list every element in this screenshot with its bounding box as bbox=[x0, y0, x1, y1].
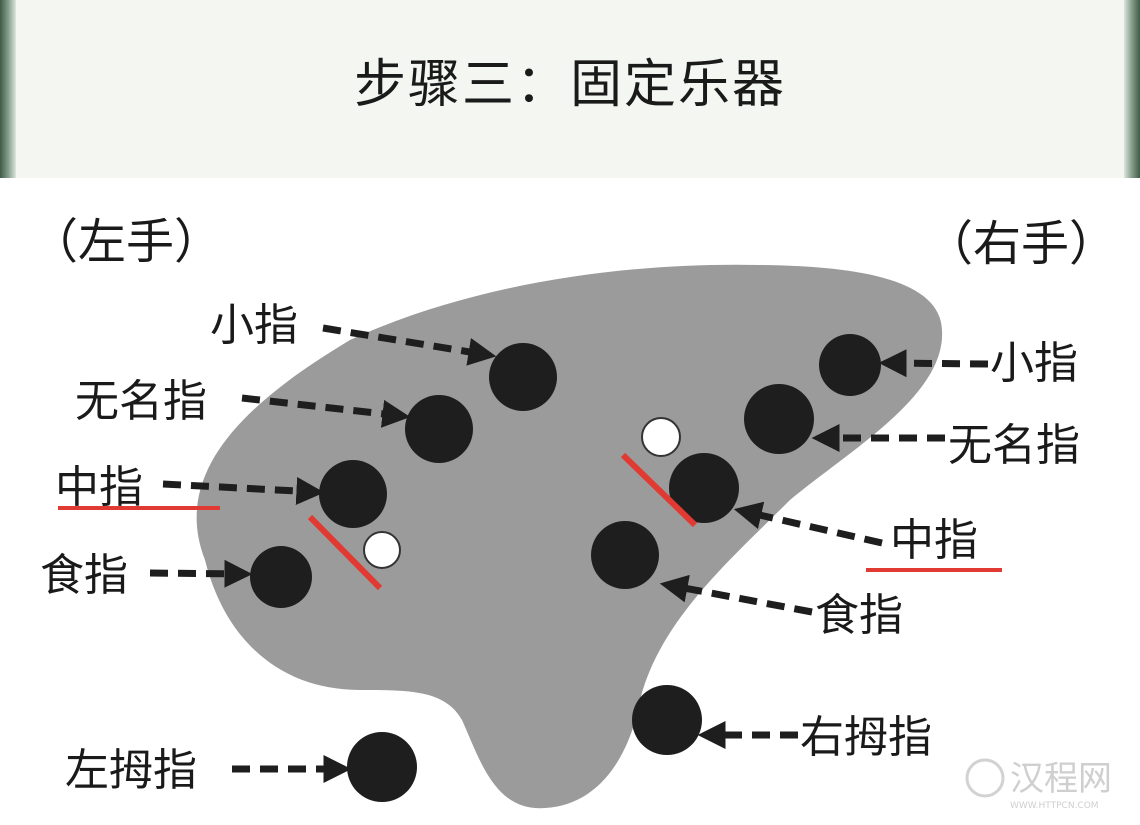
right-thumb-hole bbox=[632, 685, 702, 755]
left-small-white-hole bbox=[363, 531, 401, 569]
page-title: 步骤三：固定乐器 bbox=[353, 55, 786, 115]
left-index-hole bbox=[250, 546, 312, 608]
left-hand-heading: （左手） bbox=[30, 214, 222, 270]
right-pinky-arrow bbox=[878, 349, 989, 378]
left-pinky-label: 小指 bbox=[210, 300, 298, 351]
left-thumb-hole bbox=[347, 732, 417, 802]
watermark-logo-icon bbox=[965, 758, 1005, 798]
left-ring-label: 无名指 bbox=[75, 376, 207, 427]
right-index-label: 食指 bbox=[815, 590, 903, 641]
left-middle-hole bbox=[319, 460, 387, 528]
right-ring-hole bbox=[744, 384, 814, 454]
right-ring-label: 无名指 bbox=[948, 420, 1080, 471]
right-hand-heading: （右手） bbox=[925, 216, 1117, 272]
right-pinky-hole bbox=[819, 334, 881, 396]
left-index-arrow bbox=[149, 559, 253, 588]
left-ring-hole bbox=[405, 395, 473, 463]
left-red-marker bbox=[307, 514, 383, 591]
left-index-label: 食指 bbox=[40, 550, 128, 601]
right-index-arrow bbox=[659, 574, 813, 616]
watermark: 汉程网 WWW.HTTPCN.COM bbox=[965, 758, 1112, 811]
left-pinky-hole bbox=[489, 343, 557, 411]
right-pinky-label: 小指 bbox=[990, 338, 1078, 389]
right-index-hole bbox=[591, 521, 659, 589]
watermark-url: WWW.HTTPCN.COM bbox=[1010, 801, 1099, 811]
left-thumb-label: 左拇指 bbox=[65, 745, 197, 796]
right-middle-arrow bbox=[733, 501, 883, 547]
left-middle-arrow bbox=[162, 476, 325, 505]
left-middle-label: 中指 bbox=[55, 462, 143, 513]
right-middle-hole bbox=[669, 453, 739, 523]
right-middle-label: 中指 bbox=[890, 515, 978, 566]
right-thumb-label: 右拇指 bbox=[800, 712, 932, 763]
right-small-white-hole bbox=[641, 417, 681, 457]
watermark-text: 汉程网 bbox=[1010, 759, 1112, 799]
right-red-marker bbox=[620, 452, 698, 528]
